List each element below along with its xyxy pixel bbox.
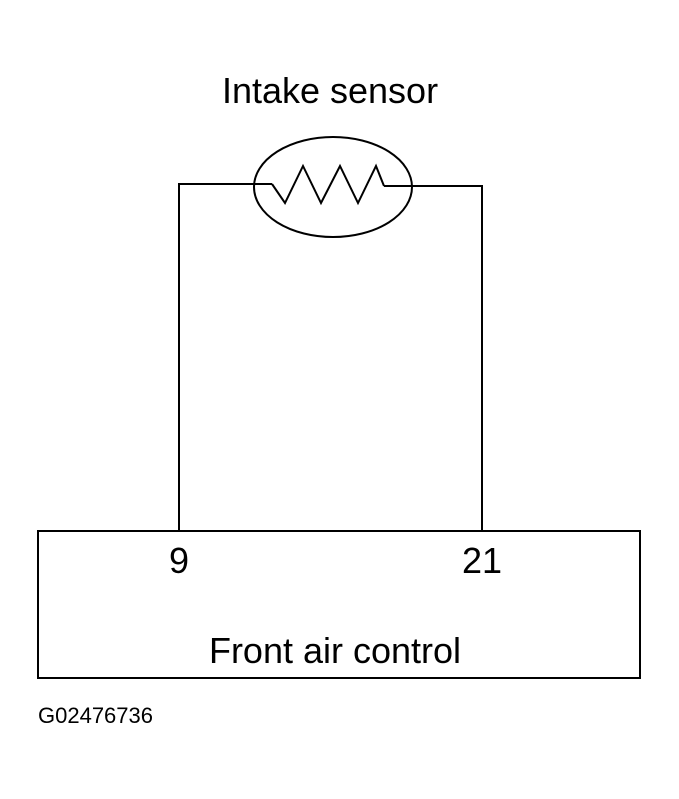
wire-pin-21 [384, 185, 483, 531]
pin-label-9: 9 [169, 540, 189, 581]
thermistor-resistor-icon [271, 163, 385, 206]
wire-pin-9 [178, 183, 272, 531]
figure-id: G02476736 [38, 703, 153, 728]
sensor-label: Intake sensor [222, 70, 438, 111]
module-box [37, 530, 641, 679]
module-label: Front air control [209, 630, 461, 671]
pin-label-21: 21 [462, 540, 502, 581]
sensor-housing [253, 136, 413, 238]
